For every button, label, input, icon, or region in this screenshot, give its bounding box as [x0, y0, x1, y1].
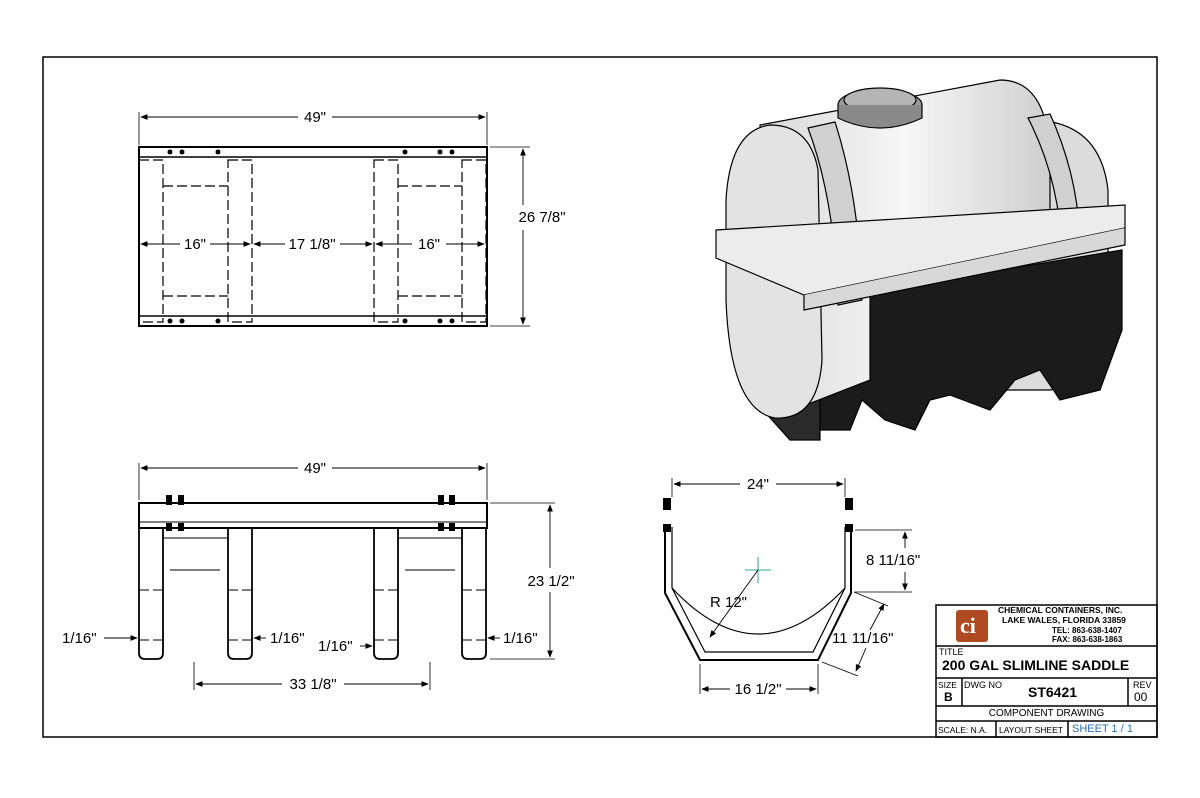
company-fax: FAX: 863-638-1863 — [1052, 635, 1123, 644]
layout-label: LAYOUT SHEET — [999, 725, 1063, 735]
company-name: CHEMICAL CONTAINERS, INC. — [998, 605, 1123, 615]
drawing-title: 200 GAL SLIMLINE SADDLE — [942, 657, 1130, 673]
title-block-frame — [935, 604, 1158, 738]
front-gap-left-inner: 1/16" — [270, 630, 305, 647]
top-depth-dim: 26 7/8" — [518, 209, 565, 226]
front-width-dim: 49" — [304, 460, 326, 477]
scale-label: SCALE: N.A. — [938, 725, 988, 735]
title-label: TITLE — [939, 647, 964, 657]
company-tel: TEL: 863-638-1407 — [1052, 626, 1122, 635]
company-logo: ci — [956, 610, 988, 642]
side-height-dim: 8 11/16" — [866, 552, 920, 569]
rev-label: REV — [1133, 680, 1152, 690]
front-height-dim: 23 1/2" — [527, 573, 574, 590]
sheet-label: SHEET 1 / 1 — [1072, 723, 1133, 735]
component-description: COMPONENT DRAWING — [988, 708, 1105, 719]
front-gap-right-inner: 1/16" — [318, 638, 353, 655]
top-left-span-dim: 16" — [184, 236, 206, 253]
isometric-tank — [715, 79, 1126, 441]
side-top-width-dim: 24" — [747, 476, 769, 493]
side-radius-dim: R 12" — [710, 594, 747, 611]
side-slope-dim: 11 11/16" — [832, 630, 894, 647]
top-middle-span-dim: 17 1/8" — [288, 236, 335, 253]
dwg-number: ST6421 — [1028, 684, 1078, 700]
front-foot-spacing-dim: 33 1/8" — [289, 676, 336, 693]
top-width-dim: 49" — [304, 109, 326, 126]
company-city: LAKE WALES, FLORIDA 33859 — [1002, 615, 1126, 625]
front-gap-right-outer: 1/16" — [503, 630, 538, 647]
front-view — [104, 463, 555, 690]
side-base-width-dim: 16 1/2" — [734, 681, 781, 698]
company-logo-text: ci — [960, 613, 976, 638]
top-view — [138, 112, 530, 327]
rev-value: 00 — [1134, 690, 1148, 704]
side-view — [663, 478, 912, 694]
size-value: B — [944, 690, 953, 704]
dwg-label: DWG NO — [964, 680, 1002, 690]
front-gap-left-outer: 1/16" — [62, 630, 97, 647]
top-right-span-dim: 16" — [418, 236, 440, 253]
size-label: SIZE — [938, 680, 957, 690]
drawing-border — [42, 56, 1158, 738]
